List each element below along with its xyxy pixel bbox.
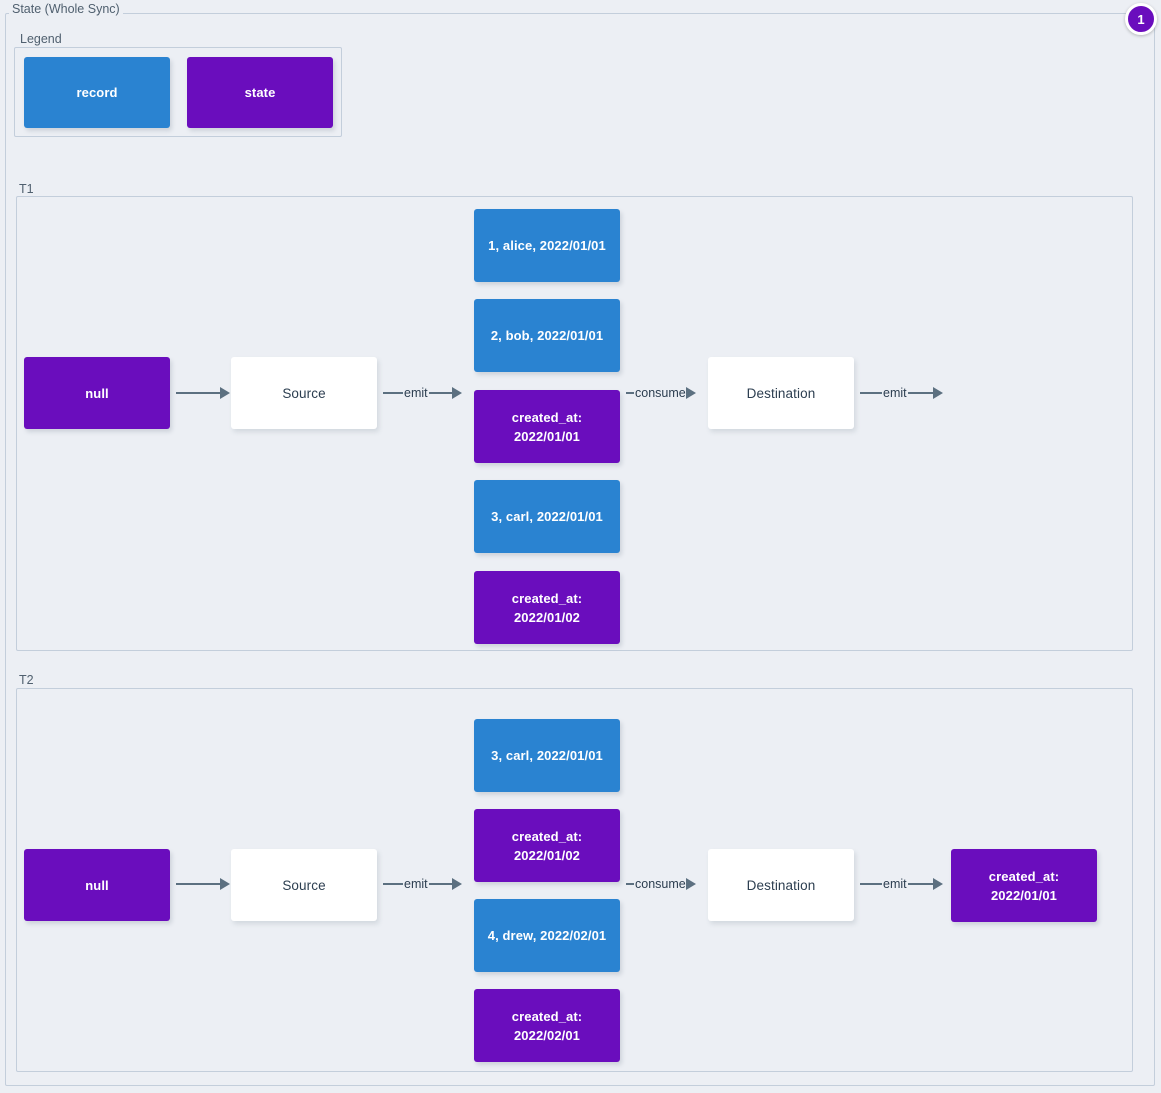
t1-edge-source-emit-arrowhead: [451, 387, 462, 399]
t2-edge-source-emit-line2: [428, 882, 453, 886]
legend-title: Legend: [17, 32, 65, 46]
t2-edge-consume-line: [626, 882, 634, 886]
t1-edge-source-emit-line2: [428, 391, 453, 395]
t1-edge-source-emit-line: [383, 391, 403, 395]
t2-stream-record-1[interactable]: 3, carl, 2022/01/01: [474, 719, 620, 792]
t1-edge-destination-emit-arrowhead: [932, 387, 943, 399]
legend-swatch-state-label: state: [244, 85, 276, 100]
t2-edge-destination-emit: emit: [860, 874, 943, 894]
t1-stream-state-2[interactable]: created_at: 2022/01/02: [474, 571, 620, 644]
legend-swatch-record-label: record: [76, 85, 118, 100]
legend-swatch-state: state: [187, 57, 333, 128]
group-title-t2: T2: [16, 673, 37, 687]
t1-edge-destination-emit-line: [860, 391, 882, 395]
t1-edge-source-emit: emit: [383, 383, 462, 403]
t2-stream-state-1-label: created_at: 2022/01/02: [511, 828, 583, 863]
page-title: State (Whole Sync): [9, 2, 123, 16]
t2-edge-destination-emit-label: emit: [883, 877, 907, 891]
t2-initial-state-node[interactable]: null: [24, 849, 170, 921]
t2-edge-source-emit: emit: [383, 874, 462, 894]
t2-stream-state-2-label: created_at: 2022/02/01: [511, 1008, 583, 1043]
t2-destination-node[interactable]: Destination: [708, 849, 854, 921]
group-title-t1: T1: [16, 182, 37, 196]
t1-edge-consume-label: consume: [635, 386, 686, 400]
t1-edge-source-emit-label: emit: [404, 386, 428, 400]
t2-stream-record-2[interactable]: 4, drew, 2022/02/01: [474, 899, 620, 972]
t1-edge-state-to-source-arrowhead: [220, 387, 230, 399]
t2-edge-source-emit-line: [383, 882, 403, 886]
t1-stream-record-3-label: 3, carl, 2022/01/01: [491, 509, 603, 524]
t2-edge-source-emit-label: emit: [404, 877, 428, 891]
t1-edge-destination-emit-label: emit: [883, 386, 907, 400]
t2-stream-record-1-label: 3, carl, 2022/01/01: [491, 748, 603, 763]
t1-stream-record-2-label: 2, bob, 2022/01/01: [490, 328, 604, 343]
t1-stream-state-1[interactable]: created_at: 2022/01/01: [474, 390, 620, 463]
status-badge[interactable]: 1: [1125, 3, 1157, 35]
t2-source-label: Source: [282, 877, 326, 893]
t1-source-label: Source: [282, 385, 326, 401]
t2-edge-destination-emit-line2: [907, 882, 934, 886]
t1-edge-destination-emit-line2: [907, 391, 934, 395]
t1-stream-state-1-label: created_at: 2022/01/01: [511, 409, 583, 444]
t1-edge-consume-arrowhead: [685, 387, 696, 399]
t2-edge-state-to-source-arrowhead: [220, 878, 230, 890]
t1-destination-node[interactable]: Destination: [708, 357, 854, 429]
t2-stream-state-1[interactable]: created_at: 2022/01/02: [474, 809, 620, 882]
t1-initial-state-label: null: [85, 385, 109, 401]
t1-edge-consume: consume: [626, 383, 696, 403]
t2-edge-consume: consume: [626, 874, 696, 894]
t1-destination-label: Destination: [746, 385, 816, 401]
t2-initial-state-label: null: [85, 877, 109, 893]
t1-stream-record-1-label: 1, alice, 2022/01/01: [488, 238, 606, 253]
t2-edge-consume-arrowhead: [685, 878, 696, 890]
t1-edge-state-to-source-line: [176, 391, 221, 395]
t2-output-state-node[interactable]: created_at: 2022/01/01: [951, 849, 1097, 922]
t1-stream-record-3[interactable]: 3, carl, 2022/01/01: [474, 480, 620, 553]
legend-swatch-record: record: [24, 57, 170, 128]
t1-stream-state-2-label: created_at: 2022/01/02: [511, 590, 583, 625]
t2-output-state-label: created_at: 2022/01/01: [988, 868, 1060, 903]
t1-initial-state-node[interactable]: null: [24, 357, 170, 429]
t1-stream-record-2[interactable]: 2, bob, 2022/01/01: [474, 299, 620, 372]
t2-edge-state-to-source-line: [176, 882, 221, 886]
t1-source-node[interactable]: Source: [231, 357, 377, 429]
t1-edge-consume-line: [626, 391, 634, 395]
t1-stream-record-1[interactable]: 1, alice, 2022/01/01: [474, 209, 620, 282]
t1-edge-destination-emit: emit: [860, 383, 943, 403]
t2-edge-consume-label: consume: [635, 877, 686, 891]
t2-stream-record-2-label: 4, drew, 2022/02/01: [487, 928, 607, 943]
t2-destination-label: Destination: [746, 877, 816, 893]
t2-source-node[interactable]: Source: [231, 849, 377, 921]
t2-edge-state-to-source: [176, 874, 230, 894]
t2-stream-state-2[interactable]: created_at: 2022/02/01: [474, 989, 620, 1062]
t2-edge-destination-emit-arrowhead: [932, 878, 943, 890]
t2-edge-source-emit-arrowhead: [451, 878, 462, 890]
t1-edge-state-to-source: [176, 383, 230, 403]
t2-edge-destination-emit-line: [860, 882, 882, 886]
